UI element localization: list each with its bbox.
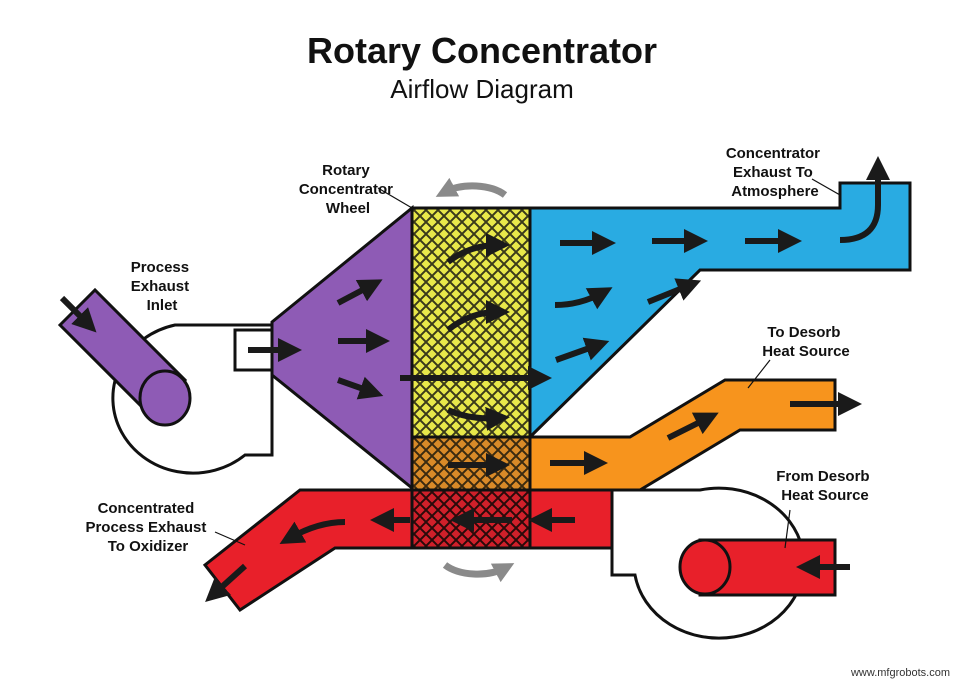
watermark: www.mfgrobots.com [850,667,950,679]
inlet-flow-arrow-icon [59,295,97,333]
wheel-flow-arrow-icon [446,300,510,333]
exhaust-flow-arrow-icon [554,337,610,363]
wheel-flow-arrow-icon [446,406,510,431]
desorb-flow-arrow-icon [666,412,719,441]
wheel-flow-arrow-icon [446,233,510,265]
diagram-title: Rotary Concentrator [306,30,658,71]
exhaust-atmosphere-label: Concentrator Exhaust To Atmosphere [726,145,824,200]
oxidizer-out-arrow-icon [205,563,248,603]
diagram-subtitle: Airflow Diagram [390,74,574,104]
exhaust-flow-arrow-icon [554,287,613,310]
from-desorb-label: From Desorb Heat Source [776,468,874,504]
leader-lines [214,178,841,549]
inlet-plenum [270,204,414,492]
to-desorb-label: To Desorb Heat Source [762,324,850,360]
flow-arrows [59,156,890,603]
exhaust-duct [528,181,912,441]
rotation-arrow-bottom-icon [442,562,515,583]
process-inlet-label: Process Exhaust Inlet [131,259,194,314]
plenum-flow-arrow-icon [336,279,383,306]
wheel-label: Rotary Concentrator Wheel [299,162,397,217]
oxidizer-label: Concentrated Process Exhaust To Oxidizer [85,500,210,555]
oxidizer-duct [202,488,614,613]
exhaust-flow-arrow-icon [646,278,702,305]
rotation-arrow-top-icon [435,177,508,198]
plenum-flow-arrow-icon [337,376,384,400]
oxidizer-flow-arrow-icon [279,519,346,544]
exhaust-out-arrow-icon [839,156,890,243]
